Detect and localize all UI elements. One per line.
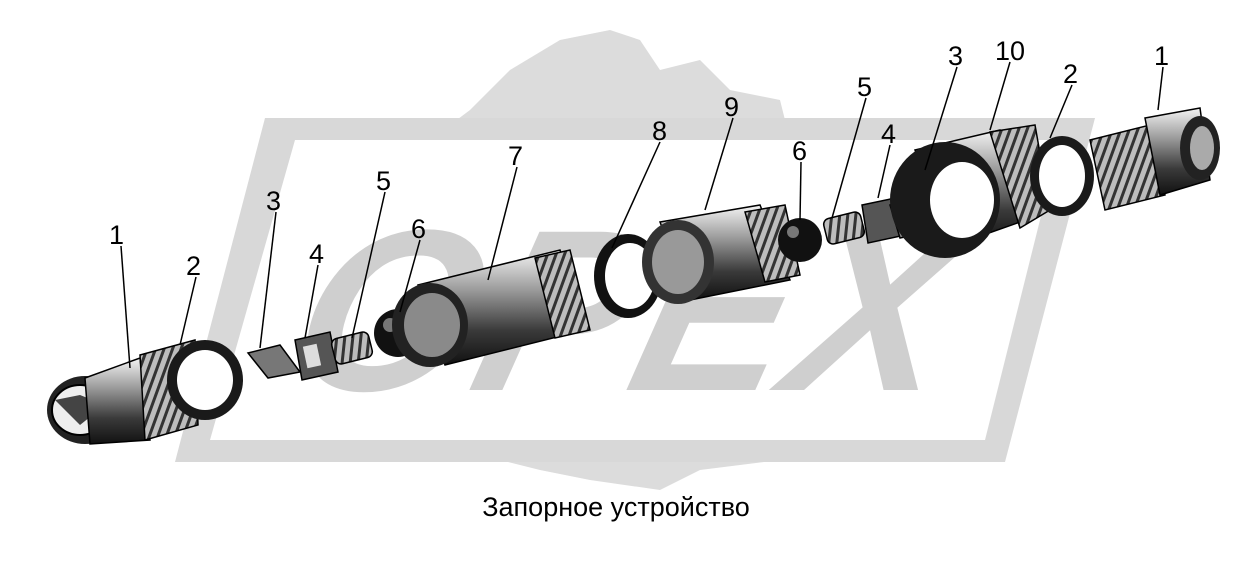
- callout-4-right: 4: [881, 119, 896, 149]
- leader-lines: [120, 61, 1164, 369]
- callout-6-right: 6: [792, 136, 807, 166]
- callout-9: 9: [724, 92, 739, 122]
- callout-10: 10: [995, 36, 1025, 66]
- part-10-sleeve: [890, 124, 1051, 258]
- callout-5-right: 5: [857, 72, 872, 102]
- callout-4-left: 4: [309, 239, 324, 269]
- callout-2-left: 2: [186, 251, 201, 281]
- part-1-right-nipple: [1089, 107, 1220, 211]
- callout-labels: 1 2 3 4 5 6 7 8 9 6 5 4 3 10 2 1: [109, 36, 1169, 281]
- callout-7: 7: [508, 141, 523, 171]
- callout-6-left: 6: [411, 214, 426, 244]
- part-2-right-ring: [1030, 136, 1094, 216]
- part-4-left-cage: [294, 331, 339, 381]
- figure-caption: Запорное устройство: [482, 492, 750, 522]
- part-7-body: [392, 249, 591, 367]
- part-6-right-ball: [778, 218, 822, 262]
- callout-8: 8: [652, 116, 667, 146]
- part-2-left-ring: [167, 340, 243, 420]
- callout-3-right: 3: [948, 41, 963, 71]
- part-9-valve-body: [642, 204, 801, 304]
- part-5-right-spring: [822, 211, 866, 245]
- callout-3-left: 3: [266, 186, 281, 216]
- callout-2-right: 2: [1063, 59, 1078, 89]
- callout-1-left: 1: [109, 220, 124, 250]
- callout-5-left: 5: [376, 166, 391, 196]
- part-5-left-spring: [330, 331, 374, 365]
- callout-1-right: 1: [1154, 41, 1169, 71]
